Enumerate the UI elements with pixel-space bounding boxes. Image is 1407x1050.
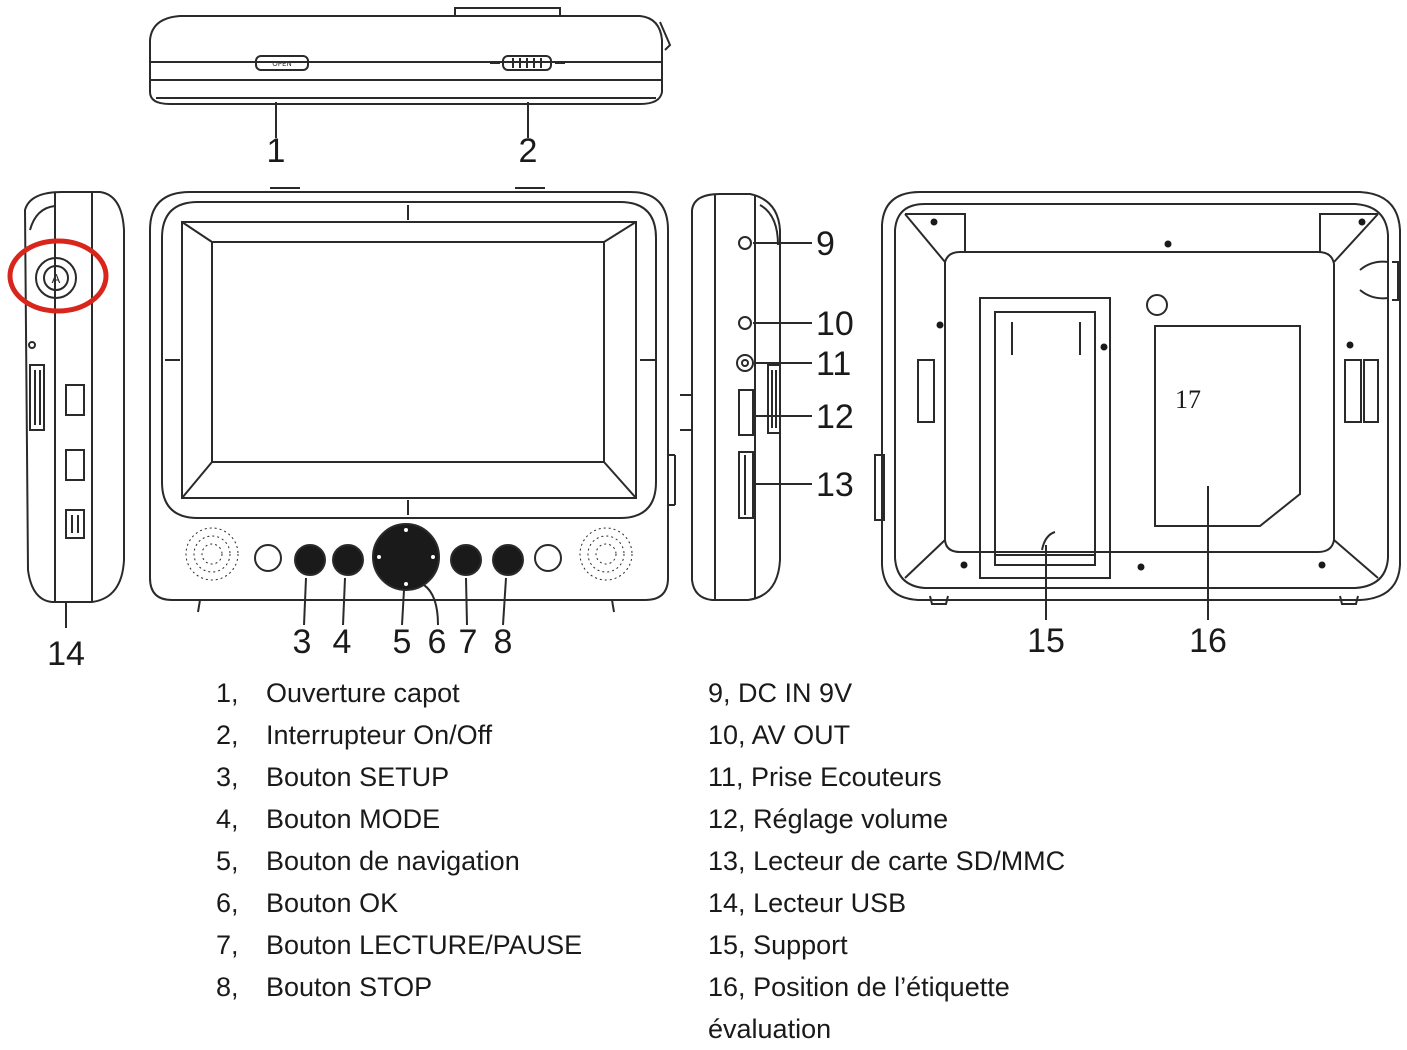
legend-text: Bouton OK [266, 888, 399, 918]
callout-15: 15 [1027, 622, 1065, 660]
top-view: OPEN [149, 7, 672, 105]
legend-number: 4, [216, 804, 239, 834]
callout-2: 2 [519, 132, 538, 170]
legend-number: 2, [216, 720, 239, 750]
legend-text: DC IN 9V [738, 678, 853, 708]
legend-number: 9, [708, 678, 731, 708]
legend-item: 5, Bouton de navigation [216, 840, 582, 882]
callout-12: 12 [816, 398, 854, 436]
legend-item: 3, Bouton SETUP [216, 756, 582, 798]
callout-7: 7 [459, 623, 478, 661]
callout-8: 8 [494, 623, 513, 661]
highlight-circle [7, 238, 109, 314]
back-view [874, 191, 1401, 605]
legend-text: Bouton SETUP [266, 762, 450, 792]
legend-text: Bouton MODE [266, 804, 441, 834]
legend-item: 2, Interrupteur On/Off [216, 714, 582, 756]
callout-6: 6 [428, 623, 447, 661]
legend-item: 16, Position de l’étiquette [708, 966, 1065, 1008]
legend-text: Ouverture capot [266, 678, 460, 708]
legend-text: Bouton STOP [266, 972, 433, 1002]
legend-text: AV OUT [751, 720, 851, 750]
side-button-letter: A [52, 271, 61, 286]
legend-number: 16, [708, 972, 746, 1002]
legend-number: 1, [216, 678, 239, 708]
front-view [149, 187, 676, 613]
legend-text: Bouton de navigation [266, 846, 520, 876]
legend-number: 11, [708, 762, 744, 792]
legend-item: évaluation [708, 1008, 1065, 1050]
legend-right: 9, DC IN 9V 10, AV OUT 11, Prise Ecouteu… [708, 672, 1065, 1050]
device-diagram: OPEN A [7, 7, 1401, 670]
legend-item: 13, Lecteur de carte SD/MMC [708, 840, 1065, 882]
legend-item: 12, Réglage volume [708, 798, 1065, 840]
callout-11: 11 [816, 345, 851, 383]
legend-number: 12, [708, 804, 746, 834]
callout-3: 3 [293, 623, 312, 661]
legend-number: 15, [708, 930, 746, 960]
left-side-view [23, 191, 125, 603]
callout-10: 10 [816, 305, 854, 343]
legend-text: Prise Ecouteurs [751, 762, 942, 792]
legend-text: Bouton LECTURE/PAUSE [266, 930, 583, 960]
legend-item: 14, Lecteur USB [708, 882, 1065, 924]
legend-item: 8, Bouton STOP [216, 966, 582, 1008]
legend-item: 4, Bouton MODE [216, 798, 582, 840]
right-side-view [680, 193, 781, 601]
legend-number: 6, [216, 888, 239, 918]
callout-13: 13 [816, 466, 854, 504]
legend-text: Position de l’étiquette [753, 972, 1010, 1002]
legend-text: Réglage volume [753, 804, 949, 834]
legend-item: 9, DC IN 9V [708, 672, 1065, 714]
callout-14: 14 [47, 635, 85, 670]
legend-text: Lecteur USB [753, 888, 907, 918]
legend-item: 11, Prise Ecouteurs [708, 756, 1065, 798]
legend-number: 13, [708, 846, 746, 876]
callout-5: 5 [393, 623, 412, 661]
legend-text: Support [753, 930, 848, 960]
legend-number: 10, [708, 720, 746, 750]
callout-17: 17 [1175, 385, 1201, 414]
legend-left: 1,Ouverture capot 2,Interrupteur On/Off … [216, 672, 582, 1008]
legend-item: 7, Bouton LECTURE/PAUSE [216, 924, 582, 966]
legend-number: 5, [216, 846, 239, 876]
callout-16: 16 [1189, 622, 1227, 660]
legend-item: 1, Ouverture capot [216, 672, 582, 714]
legend-text: Interrupteur On/Off [266, 720, 493, 750]
callout-4: 4 [333, 623, 352, 661]
legend-number: 14, [708, 888, 746, 918]
legend-item: 10, AV OUT [708, 714, 1065, 756]
legend-number: 8, [216, 972, 239, 1002]
callout-1: 1 [267, 132, 286, 170]
legend-item: 6, Bouton OK [216, 882, 582, 924]
legend-text: évaluation [708, 1014, 832, 1044]
callout-9: 9 [816, 225, 835, 263]
open-latch-text: OPEN [272, 60, 291, 68]
legend-text: Lecteur de carte SD/MMC [753, 846, 1066, 876]
legend-number: 3, [216, 762, 239, 792]
legend-item: 15, Support [708, 924, 1065, 966]
legend-number: 7, [216, 930, 239, 960]
